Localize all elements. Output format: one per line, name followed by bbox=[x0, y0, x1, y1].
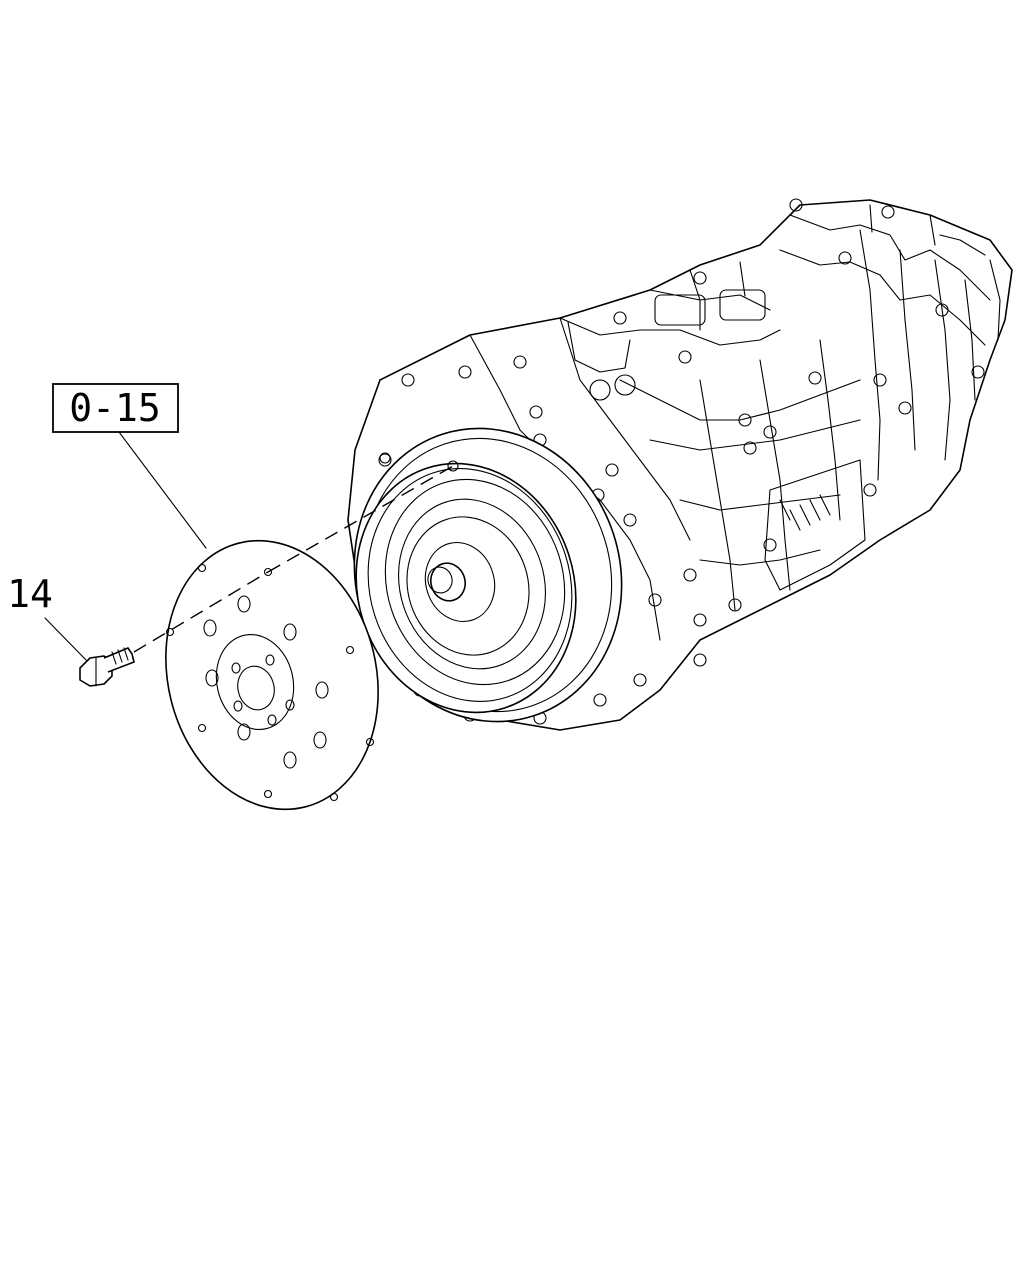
callout-box bbox=[52, 383, 179, 433]
leader-line-bolt bbox=[44, 617, 87, 661]
flexplate-bolt bbox=[79, 647, 135, 687]
callout-flexplate-label: 0-15 bbox=[69, 386, 161, 430]
transmission-assembly bbox=[347, 198, 1013, 731]
callout-flexplate: 0-15 bbox=[52, 383, 179, 433]
flexplate-holes bbox=[165, 563, 375, 802]
flexplate bbox=[165, 539, 379, 811]
callout-bolt-label: 14 bbox=[7, 572, 53, 616]
torque-converter bbox=[355, 452, 577, 714]
callout-bolt: 14 bbox=[7, 572, 53, 616]
leader-line-flexplate bbox=[118, 431, 207, 549]
alignment-lines bbox=[44, 431, 454, 661]
